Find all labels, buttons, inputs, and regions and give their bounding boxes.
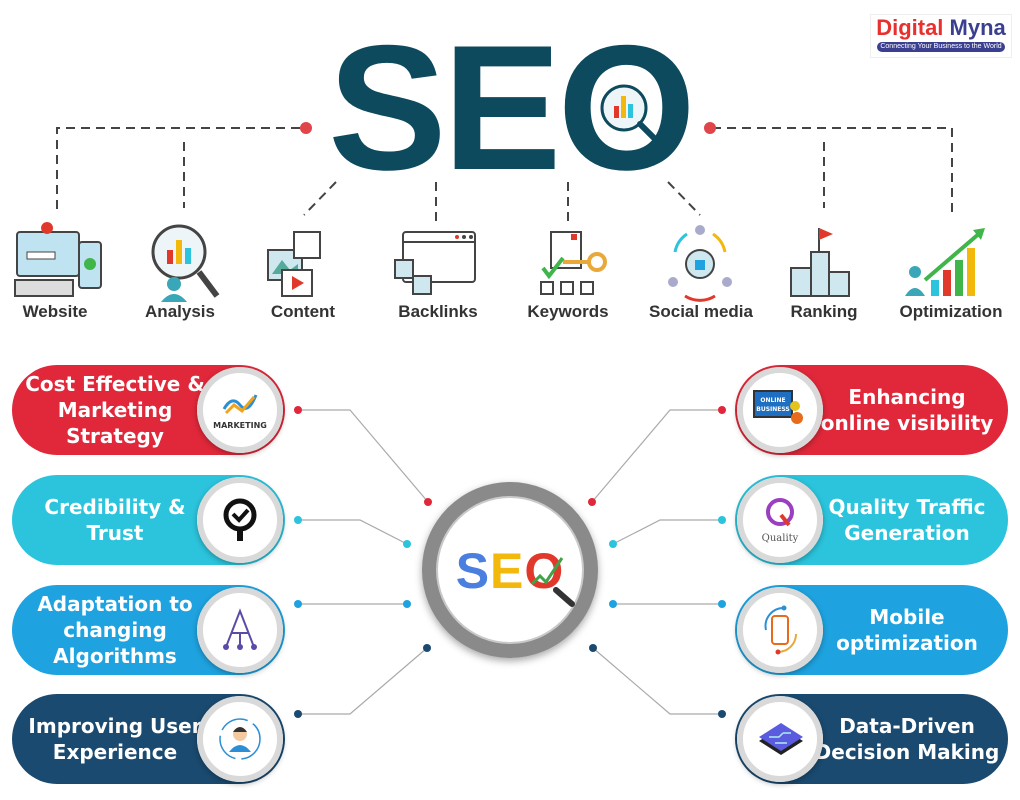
connector-dot-right — [704, 122, 716, 134]
letter-s: S — [455, 543, 491, 599]
logo-brand-1: Digital — [876, 15, 944, 40]
benefit-adaptation: Adaptation to changing Algorithms — [12, 585, 285, 675]
user-icon — [197, 696, 283, 782]
benefit-label: Cost Effective & Marketing Strategy — [25, 372, 205, 448]
benefit-online-visibility: Enhancing online visibility ONLINE BUSIN… — [735, 365, 1008, 455]
benefit-label: Enhancing online visibility — [820, 385, 994, 435]
marketing-icon: MARKETING — [197, 367, 283, 453]
benefit-mobile-optimization: Mobile optimization — [735, 585, 1008, 675]
center-seo-text: SEO — [422, 542, 598, 600]
factor-label-optimization: Optimization — [899, 302, 1003, 321]
benefit-dots — [294, 406, 726, 718]
backlinks-icon — [394, 231, 476, 295]
factor-label-analysis: Analysis — [145, 302, 215, 321]
benefit-label: Mobile optimization — [836, 605, 978, 655]
benefit-label: Improving User Experience — [28, 714, 202, 764]
logo-brand-2: Myna — [949, 15, 1006, 40]
factor-label-backlinks: Backlinks — [398, 302, 478, 321]
logo-tagline: Connecting Your Business to the World — [877, 42, 1005, 52]
center-seo-magnifier: SEO — [422, 482, 598, 658]
benefit-cost-effective: Cost Effective & Marketing Strategy MARK… — [12, 365, 285, 455]
trust-badge-icon — [197, 477, 283, 563]
benefit-label: Credibility & Trust — [44, 495, 186, 545]
ranking-icon — [790, 228, 850, 297]
factor-label-content: Content — [270, 302, 336, 321]
content-icon — [267, 231, 321, 297]
mobile-icon — [737, 587, 823, 673]
growth-magnifier-icon — [530, 557, 575, 607]
benefit-credibility: Credibility & Trust — [12, 475, 285, 565]
letter-e: E — [490, 543, 525, 599]
factor-label-website: Website — [22, 302, 88, 321]
keywords-icon — [540, 231, 607, 295]
benefit-label: Adaptation to changing Algorithms — [37, 592, 193, 668]
factor-label-keywords: Keywords — [527, 302, 609, 321]
digital-myna-logo: Digital Myna Connecting Your Business to… — [870, 14, 1012, 58]
benefit-label: Data-Driven Decision Making — [814, 714, 1000, 764]
social-media-icon — [668, 225, 732, 302]
benefit-data-driven: Data-Driven Decision Making — [735, 694, 1008, 784]
algorithm-icon — [197, 587, 283, 673]
analysis-icon — [151, 224, 220, 302]
benefit-user-experience: Improving User Experience — [12, 694, 285, 784]
online-business-text: ONLINE BUSINESS — [753, 390, 793, 418]
benefit-label: Quality Traffic Generation — [828, 495, 986, 545]
optimization-icon — [905, 228, 985, 296]
magnifier-chart-icon — [600, 84, 659, 143]
benefit-quality-traffic: Quality Traffic Generation Quality — [735, 475, 1008, 565]
connector-dot-left — [300, 122, 312, 134]
data-chip-icon — [737, 696, 823, 782]
factor-label-social-media: Social media — [649, 302, 753, 321]
factor-label-ranking: Ranking — [790, 302, 858, 321]
quality-icon: Quality — [737, 477, 823, 563]
online-business-icon: ONLINE BUSINESS — [737, 367, 823, 453]
website-icon — [14, 222, 102, 297]
